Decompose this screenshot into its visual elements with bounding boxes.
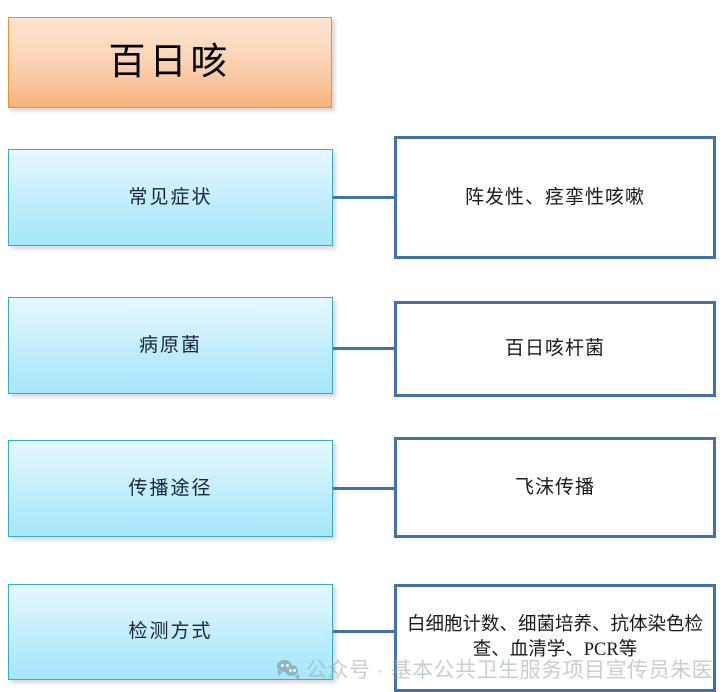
- detail-node-detection-label: 白细胞计数、细菌培养、抗体染色检查、血清学、PCR等: [406, 615, 703, 660]
- diagram-title-node[interactable]: 百日咳: [8, 17, 332, 108]
- connector-line-detection: [333, 630, 395, 633]
- detail-node-transmission-label: 飞沫传播: [514, 476, 595, 498]
- detail-node-symptoms-label: 阵发性、痉挛性咳嗽: [464, 186, 645, 208]
- detail-node-transmission[interactable]: 飞沫传播: [394, 437, 716, 538]
- connector-line-symptoms: [333, 196, 395, 199]
- detail-node-symptoms[interactable]: 阵发性、痉挛性咳嗽: [394, 136, 716, 259]
- connector-line-pathogen: [333, 347, 395, 350]
- detail-node-pathogen-label: 百日咳杆菌: [504, 338, 605, 360]
- detail-node-detection[interactable]: 白细胞计数、细菌培养、抗体染色检查、血清学、PCR等: [394, 584, 716, 692]
- branch-node-detection-label: 检测方式: [128, 621, 213, 643]
- branch-node-symptoms[interactable]: 常见症状: [8, 149, 333, 246]
- branch-node-pathogen-label: 病原菌: [138, 334, 202, 356]
- branch-node-transmission[interactable]: 传播途径: [8, 440, 333, 537]
- diagram-title-label: 百日咳: [108, 42, 232, 83]
- branch-node-detection[interactable]: 检测方式: [8, 584, 333, 680]
- connector-line-transmission: [333, 487, 395, 490]
- branch-node-symptoms-label: 常见症状: [128, 186, 213, 208]
- detail-node-pathogen[interactable]: 百日咳杆菌: [394, 301, 716, 397]
- branch-node-transmission-label: 传播途径: [128, 477, 213, 499]
- branch-node-pathogen[interactable]: 病原菌: [8, 297, 333, 394]
